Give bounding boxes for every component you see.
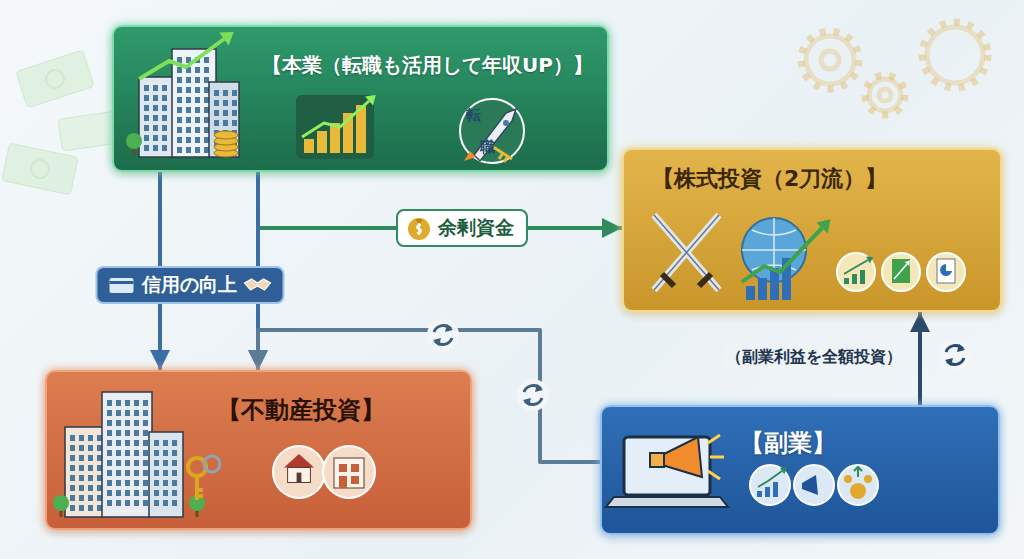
real-estate-box: 【不動産投資】	[45, 370, 472, 530]
edge-label-pill: 信用の向上	[96, 266, 285, 304]
edge-label: （副業利益を全額投資）	[723, 346, 905, 369]
edge-label-pill: 余剰資金	[396, 209, 528, 247]
box-title: 【副業】	[740, 429, 836, 458]
card-icon	[108, 275, 136, 295]
stock-investment-box: 【株式投資（2刀流）】	[622, 148, 1002, 312]
cycle-icon	[517, 379, 549, 411]
connector-arrow	[918, 312, 922, 405]
edge-label-text: （副業利益を全額投資）	[726, 347, 902, 368]
icon-label: 転	[466, 107, 481, 124]
cycle-icon	[427, 319, 459, 351]
node-icons	[114, 27, 574, 174]
handshake-icon	[243, 275, 273, 295]
money-bag-icon	[406, 215, 432, 241]
box-title: 【株式投資（2刀流）】	[652, 166, 887, 192]
edge-label-text: 信用の向上	[142, 272, 237, 298]
node-icons	[602, 407, 1002, 537]
gears	[806, 27, 983, 111]
box-title: 【本業（転職も活用して年収UP）】	[262, 53, 593, 77]
box-title: 【不動産投資】	[217, 396, 385, 425]
money-bills	[2, 50, 122, 195]
edge-label-text: 余剰資金	[438, 215, 514, 241]
icon-label: 職	[480, 139, 495, 156]
main-job-box: 【本業（転職も活用して年収UP）】転職	[112, 25, 609, 172]
side-job-box: 【副業】	[600, 405, 1000, 535]
cycle-icon	[939, 339, 971, 371]
